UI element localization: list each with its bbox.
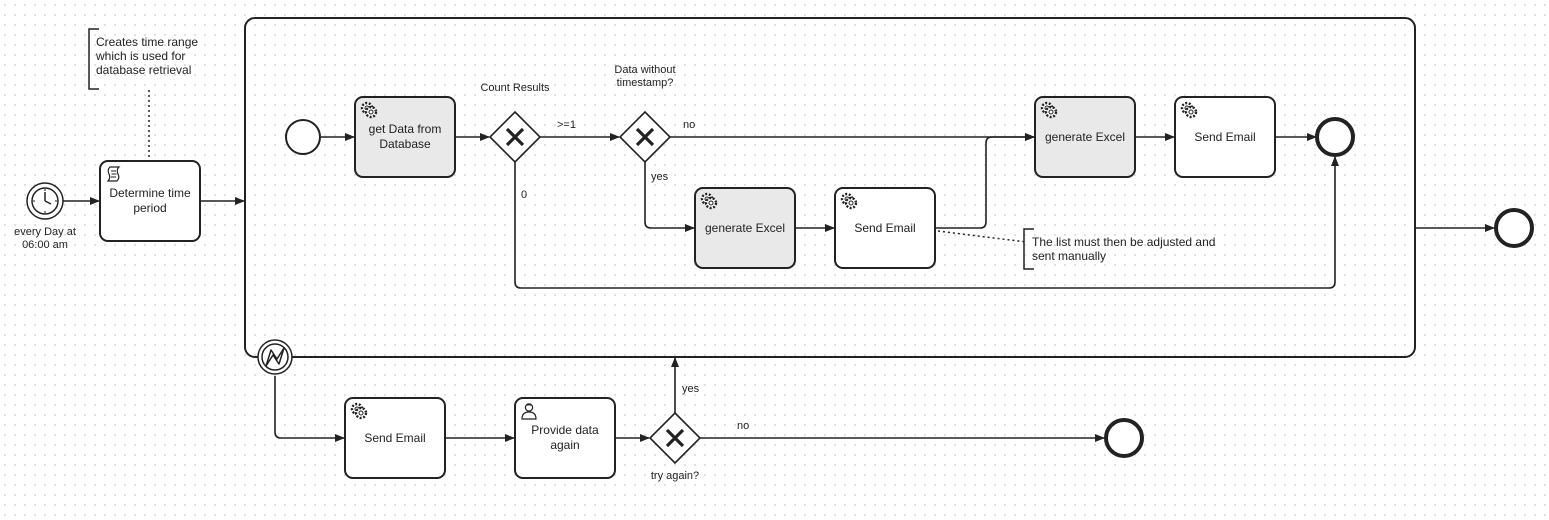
task-send-email-mid[interactable]: Send Email	[834, 187, 936, 269]
task-label: Provide data again	[531, 423, 599, 452]
error-boundary-event[interactable]	[257, 339, 293, 375]
task-get-data-from-database[interactable]: get Data from Database	[354, 96, 456, 178]
gateway-without-timestamp[interactable]	[618, 110, 672, 164]
task-label: get Data from Database	[368, 122, 442, 151]
annotation-manual: The list must then be adjusted and sent …	[1032, 235, 1216, 263]
flow-label-yes-mid: yes	[651, 171, 669, 183]
task-generate-excel-mid[interactable]: generate Excel	[694, 187, 796, 269]
gateway-without-timestamp-label: Data without timestamp?	[614, 64, 676, 89]
timer-start-event[interactable]	[26, 182, 64, 220]
flow-label-no-retry: no	[737, 420, 750, 432]
annotation-bracket-manual	[1023, 228, 1034, 270]
process-end-event[interactable]	[1494, 208, 1534, 248]
gear-icon	[1180, 101, 1198, 119]
clock-icon	[31, 187, 59, 215]
association-manual	[937, 230, 1027, 243]
gateway-try-again-label: try again?	[650, 470, 700, 482]
lightning-icon	[265, 347, 285, 367]
x-icon	[505, 127, 525, 147]
gateway-try-again[interactable]	[648, 411, 702, 465]
gear-icon	[360, 101, 378, 119]
flow-timestamp-yes[interactable]	[644, 162, 695, 232]
flow-error-to-send[interactable]	[274, 376, 345, 442]
flow-label-zero: 0	[521, 189, 528, 201]
gear-icon	[700, 192, 718, 210]
flow-label-yes-retry: yes	[682, 383, 700, 395]
retry-no-end-event[interactable]	[1104, 418, 1144, 458]
x-icon	[635, 127, 655, 147]
task-send-email-top[interactable]: Send Email	[1174, 96, 1276, 178]
task-determine-time-period[interactable]: Determine time period	[99, 160, 201, 242]
flow-send-mid-to-genexcel-top[interactable]	[936, 133, 1035, 229]
task-label: Determine time period	[109, 186, 191, 215]
task-label: generate Excel	[704, 220, 786, 235]
script-icon	[106, 166, 121, 182]
timer-start-label: every Day at 06:00 am	[14, 226, 76, 251]
gear-icon	[840, 192, 858, 210]
task-label: generate Excel	[1044, 129, 1126, 144]
annotation-bracket-time-range	[88, 28, 99, 90]
gear-icon	[1040, 101, 1058, 119]
task-label: Send Email	[1194, 129, 1256, 144]
subprocess-container[interactable]	[244, 17, 1416, 358]
gear-icon	[350, 402, 368, 420]
task-send-email-bottom[interactable]: Send Email	[344, 397, 446, 479]
task-generate-excel-top[interactable]: generate Excel	[1034, 96, 1136, 178]
subprocess-start-event[interactable]	[285, 119, 321, 155]
user-icon	[521, 403, 537, 420]
flow-label-no-top: no	[683, 119, 696, 131]
gateway-count-results[interactable]	[488, 110, 542, 164]
task-provide-data-again[interactable]: Provide data again	[514, 397, 616, 479]
gateway-count-results-label: Count Results	[480, 82, 550, 94]
task-label: Send Email	[364, 430, 426, 445]
task-label: Send Email	[854, 220, 916, 235]
annotation-time-range: Creates time range which is used for dat…	[96, 35, 199, 77]
x-icon	[665, 428, 685, 448]
flow-count-zero[interactable]	[514, 156, 1339, 289]
flow-label-ge1: >=1	[557, 119, 576, 131]
subprocess-end-event[interactable]	[1315, 117, 1355, 157]
